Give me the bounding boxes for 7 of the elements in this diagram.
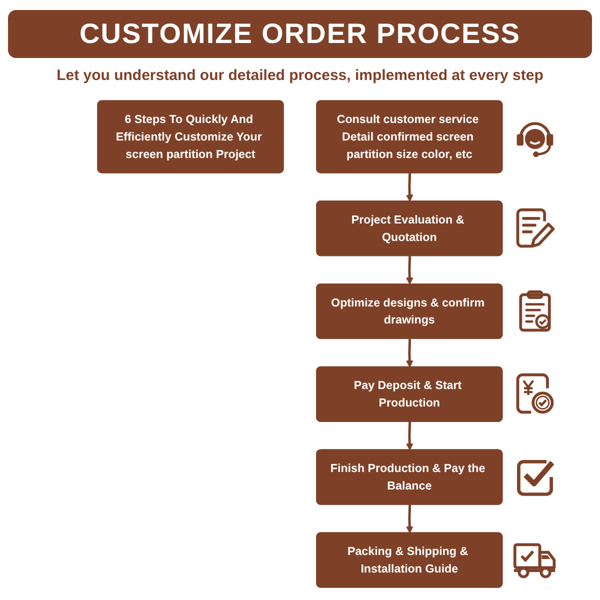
arrow: [406, 256, 414, 285]
arrow: [406, 504, 414, 534]
subtitle: Let you understand our detailed process, implemented at every step: [56, 67, 544, 84]
arrow: [406, 173, 414, 202]
title-banner: CUSTOMIZE ORDER PROCESS: [8, 10, 592, 58]
arrow: [406, 338, 414, 368]
arrow: [406, 422, 414, 450]
